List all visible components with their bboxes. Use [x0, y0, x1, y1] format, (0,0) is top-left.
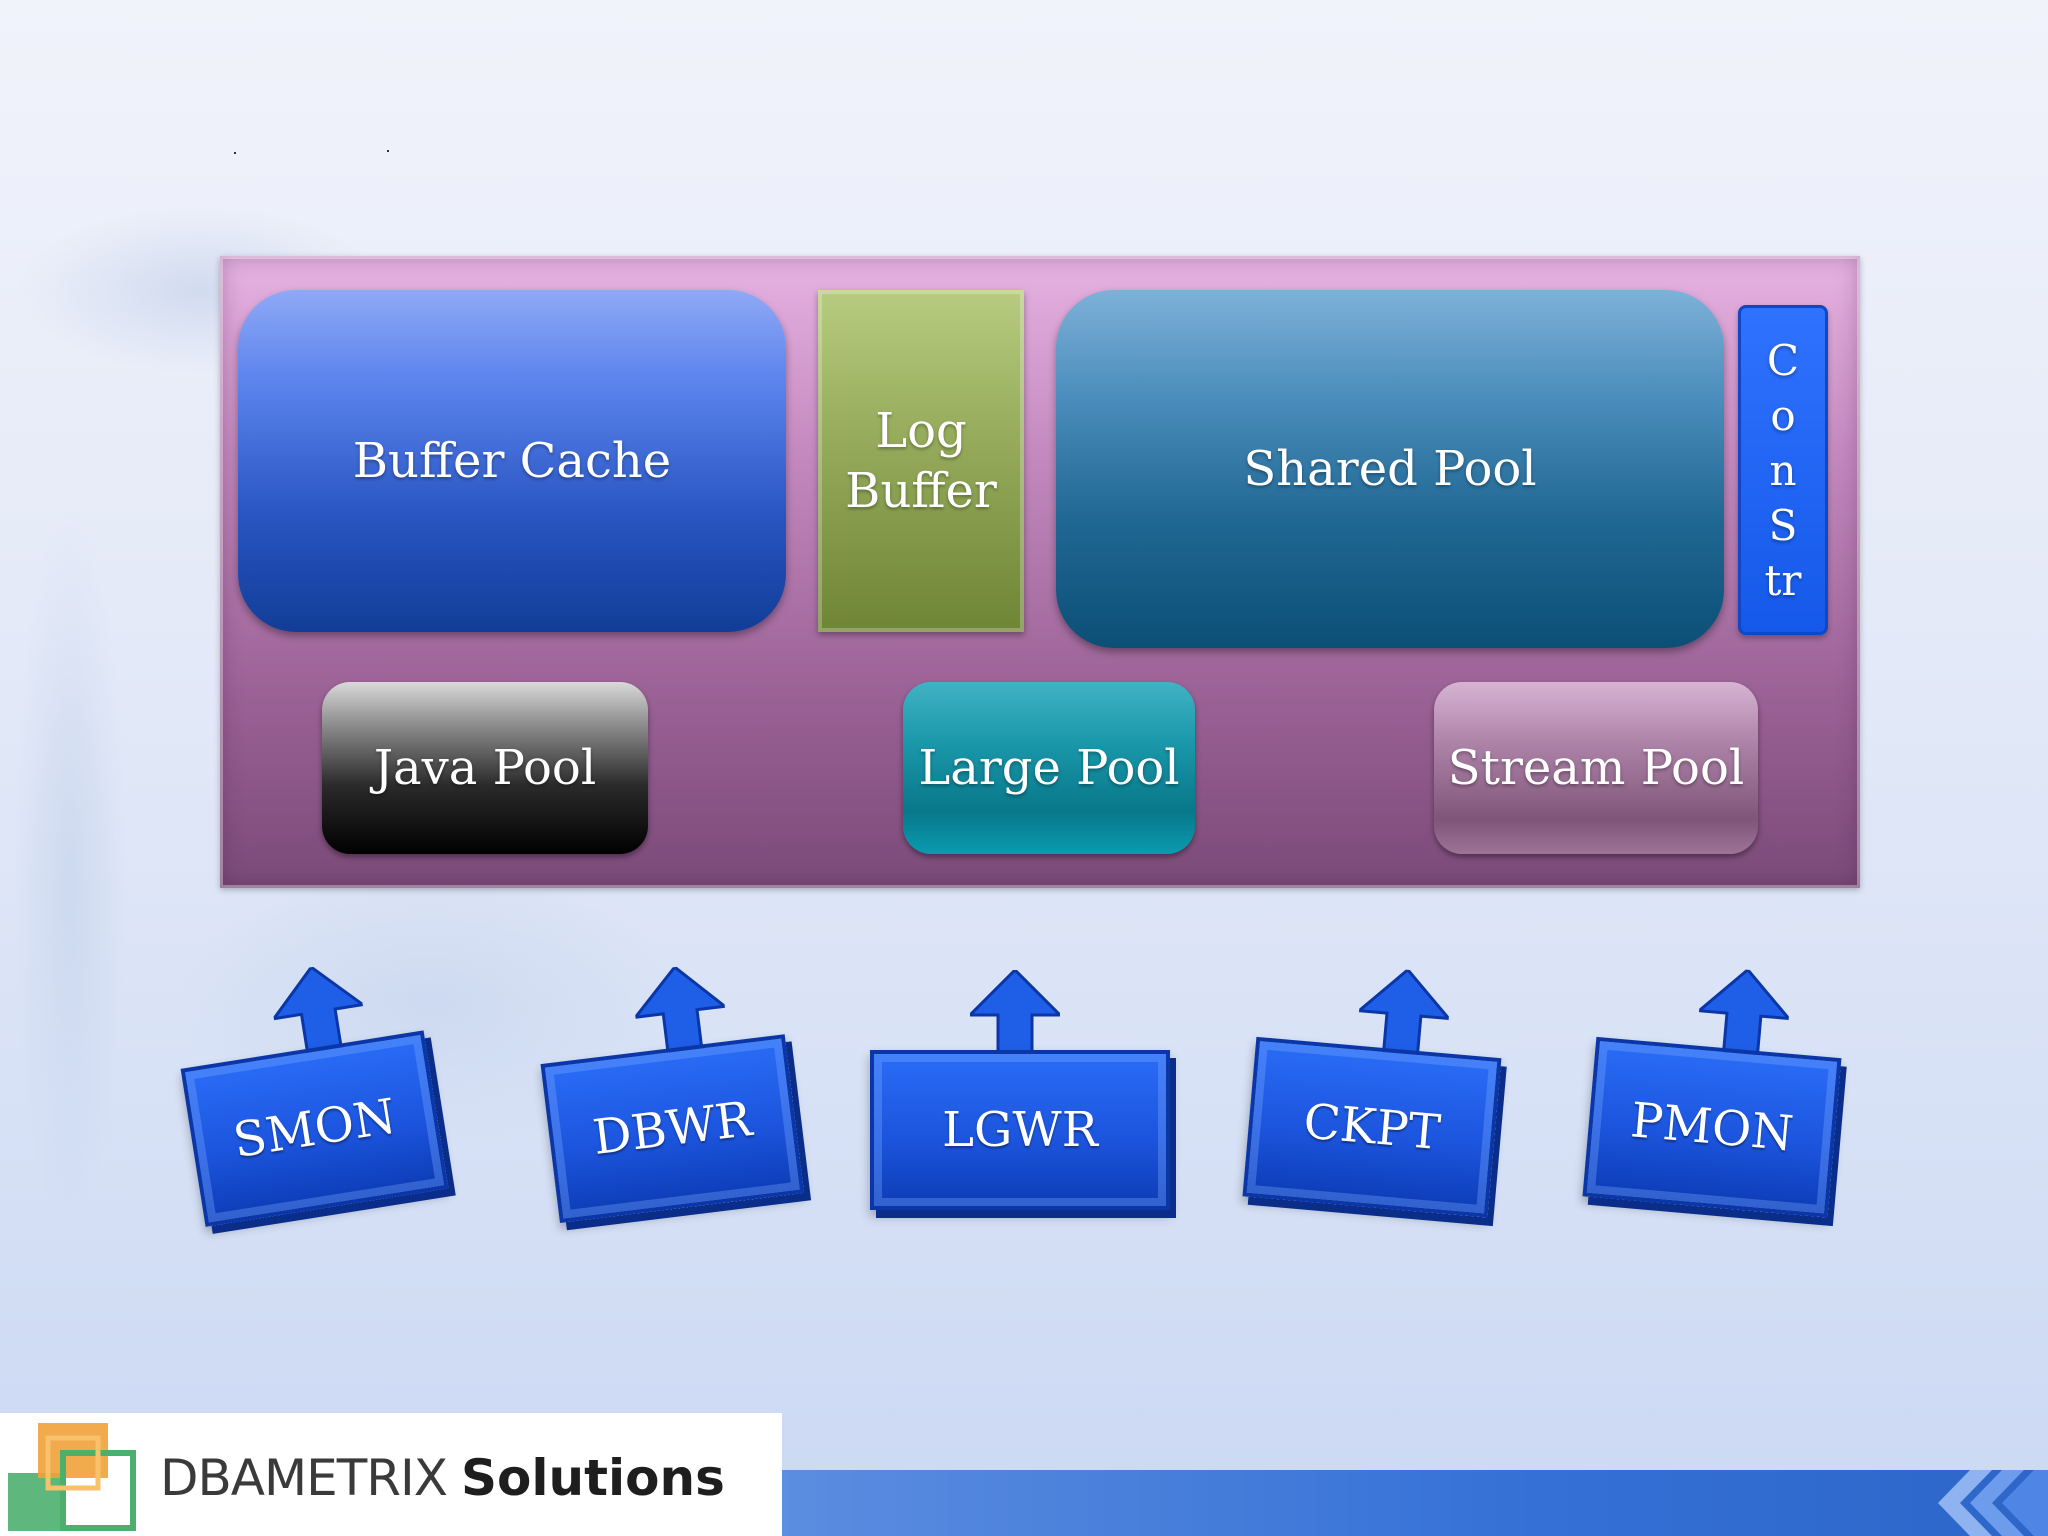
stream-pool-box: Stream Pool	[1434, 682, 1758, 854]
constr-box: C o n S tr	[1738, 305, 1828, 635]
process-label: DBWR	[589, 1091, 755, 1167]
constr-letter: C	[1766, 335, 1800, 385]
process-smon: SMON	[168, 949, 464, 1237]
chevron-left-icon	[1938, 1470, 2048, 1536]
process-label: CKPT	[1301, 1093, 1443, 1162]
log-buffer-box: Log Buffer	[818, 290, 1024, 632]
process-label: SMON	[229, 1088, 400, 1170]
process-label-plate: CKPT	[1242, 1036, 1502, 1218]
large-pool-box: Large Pool	[903, 682, 1195, 854]
java-pool-label: Java Pool	[373, 740, 597, 796]
footer-bar	[782, 1470, 2048, 1536]
log-buffer-label: Log Buffer	[845, 403, 997, 519]
constr-letter: tr	[1764, 555, 1802, 605]
process-label-plate: LGWR	[870, 1050, 1170, 1210]
process-dbwr: DBWR	[531, 953, 820, 1233]
process-label-plate: DBWR	[540, 1034, 805, 1223]
stream-pool-label: Stream Pool	[1447, 740, 1745, 796]
process-pmon: PMON	[1582, 957, 1863, 1229]
constr-letter: o	[1770, 390, 1796, 440]
process-label: LGWR	[942, 1102, 1098, 1158]
buffer-cache-box: Buffer Cache	[238, 290, 786, 632]
brand-solutions: Solutions	[461, 1449, 725, 1507]
up-arrow-icon	[970, 970, 1060, 1060]
large-pool-label: Large Pool	[918, 740, 1180, 796]
process-ckpt: CKPT	[1242, 957, 1523, 1229]
process-lgwr: LGWR	[870, 970, 1170, 1220]
stray-dot	[234, 152, 236, 154]
brand-name: DBAMETRIX	[160, 1449, 448, 1507]
shared-pool-label: Shared Pool	[1243, 441, 1537, 497]
java-pool-box: Java Pool	[322, 682, 648, 854]
buffer-cache-label: Buffer Cache	[352, 433, 672, 489]
constr-letter: n	[1769, 445, 1797, 495]
process-label-plate: PMON	[1582, 1036, 1842, 1218]
shared-pool-box: Shared Pool	[1056, 290, 1724, 648]
process-label: PMON	[1628, 1092, 1796, 1163]
constr-letter: S	[1768, 500, 1798, 550]
stray-dot	[387, 150, 389, 152]
dbametrix-logo-icon	[8, 1423, 136, 1531]
process-label-plate: SMON	[180, 1030, 449, 1227]
